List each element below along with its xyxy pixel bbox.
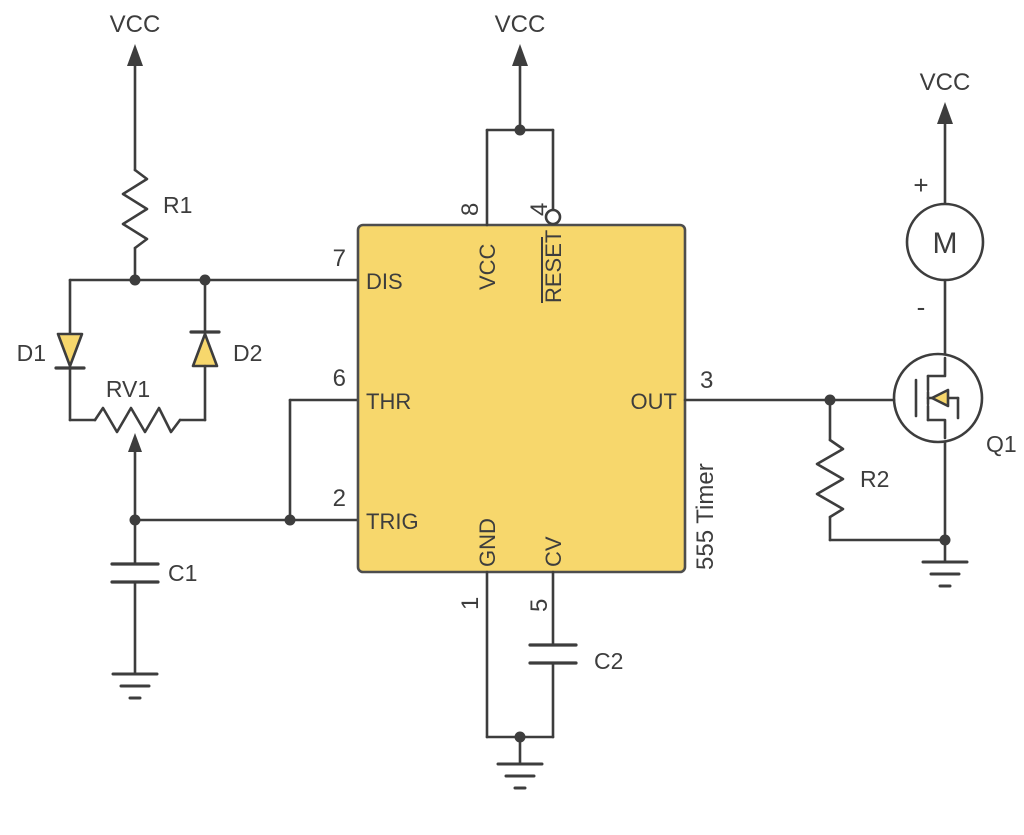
ic-pin-label-thr: THR (366, 389, 411, 414)
rv1-zigzag (93, 406, 182, 434)
vcc-center-arrow-icon (512, 44, 528, 66)
d2-triangle (191, 332, 219, 368)
ic-pin-label-cv: CV (541, 536, 566, 567)
vcc-left-arrow-icon (127, 44, 143, 66)
c1-label: C1 (168, 560, 197, 586)
q1-label: Q1 (986, 431, 1017, 457)
junction-dot (514, 124, 526, 136)
vcc-center-label: VCC (495, 11, 546, 38)
c2-label: C2 (594, 648, 623, 674)
diode-d1: D1 (17, 278, 86, 422)
ground-center-icon (496, 762, 544, 790)
motor-label: M (933, 227, 958, 260)
ground-right-icon (921, 560, 969, 588)
r2-zigzag (815, 438, 845, 519)
pin-number-5: 5 (526, 599, 553, 612)
mosfet-q1: Q1 (892, 352, 1017, 457)
vcc-rail-right: VCC (920, 69, 971, 206)
r1-label: R1 (163, 192, 192, 218)
pin-number-6: 6 (333, 365, 346, 392)
pin-number-7: 7 (333, 245, 346, 272)
junction-dot (939, 534, 951, 546)
discharge-rail (68, 274, 360, 286)
ic-pin-label-reset: RESET (541, 230, 566, 303)
ground-left-icon (111, 672, 159, 700)
diode-d2: D2 (189, 278, 262, 422)
q1-drain-link (926, 356, 947, 378)
rv1-wiper-arrow-icon (128, 433, 142, 452)
potentiometer-rv1: RV1 (68, 376, 207, 522)
vcc-rail-left: VCC (110, 11, 161, 172)
ic-pin-label-gnd: GND (475, 518, 500, 567)
gnd-cv-network: C2 (485, 570, 623, 766)
reset-inverter-bubble (544, 208, 562, 226)
r2-label: R2 (860, 466, 889, 492)
vcc-rail-center: VCC (485, 11, 562, 227)
motor-plus-label: + (913, 170, 928, 200)
q1-arrow (930, 388, 950, 408)
r1-zigzag (121, 168, 149, 250)
motor-minus-label: - (917, 292, 926, 322)
trigger-threshold-wires (129, 398, 360, 526)
ic-pin-label-dis: DIS (366, 269, 403, 294)
ic-555-timer: DIS THR TRIG OUT VCC RESET GND CV 555 Ti… (333, 203, 719, 612)
resistor-r1: R1 (121, 168, 192, 282)
pin-number-1: 1 (457, 597, 484, 610)
ic-body (356, 223, 687, 574)
junction-dot (129, 274, 141, 286)
output-network: R2 (683, 394, 951, 564)
vcc-right-label: VCC (920, 69, 971, 96)
motor: M + - (905, 170, 985, 358)
junction-dot (284, 514, 296, 526)
vcc-left-label: VCC (110, 11, 161, 38)
pin-number-2: 2 (333, 485, 346, 512)
ic-pin-label-vcc: VCC (475, 243, 500, 290)
capacitor-c1: C1 (110, 518, 197, 676)
pin-number-3: 3 (700, 367, 713, 394)
ic-pin-label-out: OUT (631, 389, 677, 414)
ic-name-label: 555 Timer (692, 463, 719, 570)
rv1-label: RV1 (106, 376, 150, 402)
vcc-right-arrow-icon (937, 102, 953, 124)
d1-triangle (56, 332, 84, 368)
d1-label: D1 (17, 340, 46, 366)
pin-number-8: 8 (457, 203, 484, 216)
ic-pin-label-trig: TRIG (366, 509, 419, 534)
q1-source-link (926, 418, 947, 440)
d2-label: D2 (233, 340, 262, 366)
